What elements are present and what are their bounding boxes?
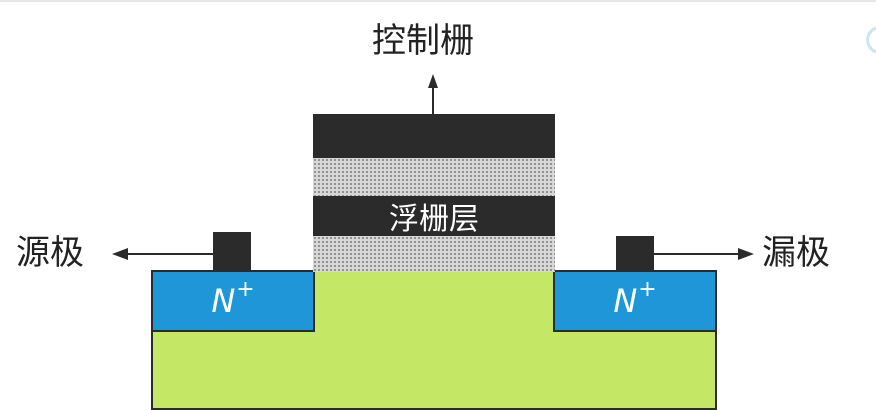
drain-arrow [654,248,754,260]
n-right-sup: + [638,276,657,302]
floating-gate-layer: 浮栅层 [313,196,555,237]
n-left-text: N [211,282,236,320]
gate-stack: 浮栅层 [313,114,555,272]
source-contact [213,232,251,272]
oxide-layer-lower [313,236,555,272]
n-plus-region-left: N+ [151,270,315,332]
n-right-text: N [613,282,638,320]
source-arrow [112,248,213,260]
top-border-line [0,0,876,2]
oxide-layer-upper [313,158,555,196]
drain-contact [616,236,654,272]
n-plus-region-right: N+ [553,270,717,332]
source-label: 源极 [16,233,84,273]
control-gate-layer [313,114,555,158]
control-gate-label: 控制栅 [372,21,474,61]
floating-gate-label: 浮栅层 [389,202,479,237]
n-left-sup: + [236,276,255,302]
arrows-overlay [112,74,754,260]
drain-label: 漏极 [762,233,830,273]
control-gate-arrow [428,74,438,114]
